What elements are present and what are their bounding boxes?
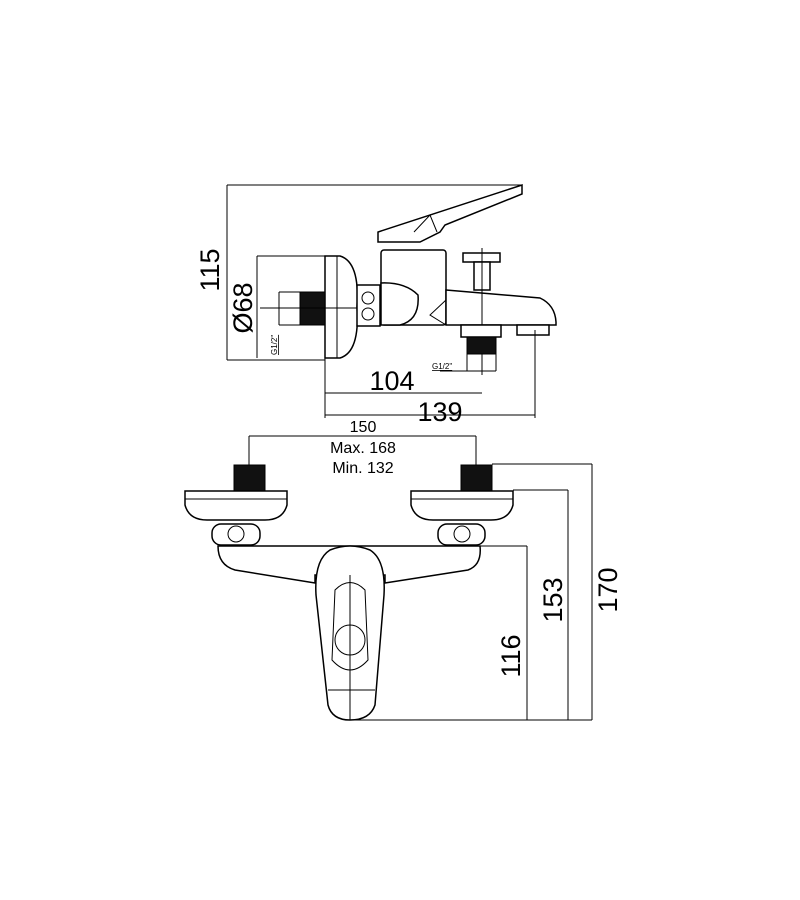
spout-outlet [516,324,550,336]
lever-front [331,582,369,671]
spout [445,289,557,326]
label-153: 153 [538,577,568,622]
label-150: 150 [350,419,377,436]
label-wall-thread: G1/2" [270,335,279,355]
label-115: 115 [195,248,225,291]
label-max: Max. 168 [330,440,396,457]
left-thread [233,464,266,492]
lever [377,183,523,243]
left-wall-cover [184,490,288,521]
label-139: 139 [417,397,462,427]
side-view: 115 Ø68 G1/2" G1/2" 104 139 [195,183,557,427]
label-104: 104 [369,366,414,396]
label-min: Min. 132 [332,460,393,477]
front-view: 150 Max. 168 Min. 132 116 153 170 [184,419,623,721]
outlet-thread [466,336,497,355]
label-170: 170 [593,567,623,612]
label-outlet-thread: G1/2" [432,362,452,371]
label-116: 116 [496,634,526,677]
wall-cover [324,255,359,359]
right-thread [460,464,493,492]
label-diameter-68: Ø68 [228,282,258,333]
left-nut [211,523,261,546]
right-wall-cover [410,490,514,521]
right-nut [437,523,486,546]
